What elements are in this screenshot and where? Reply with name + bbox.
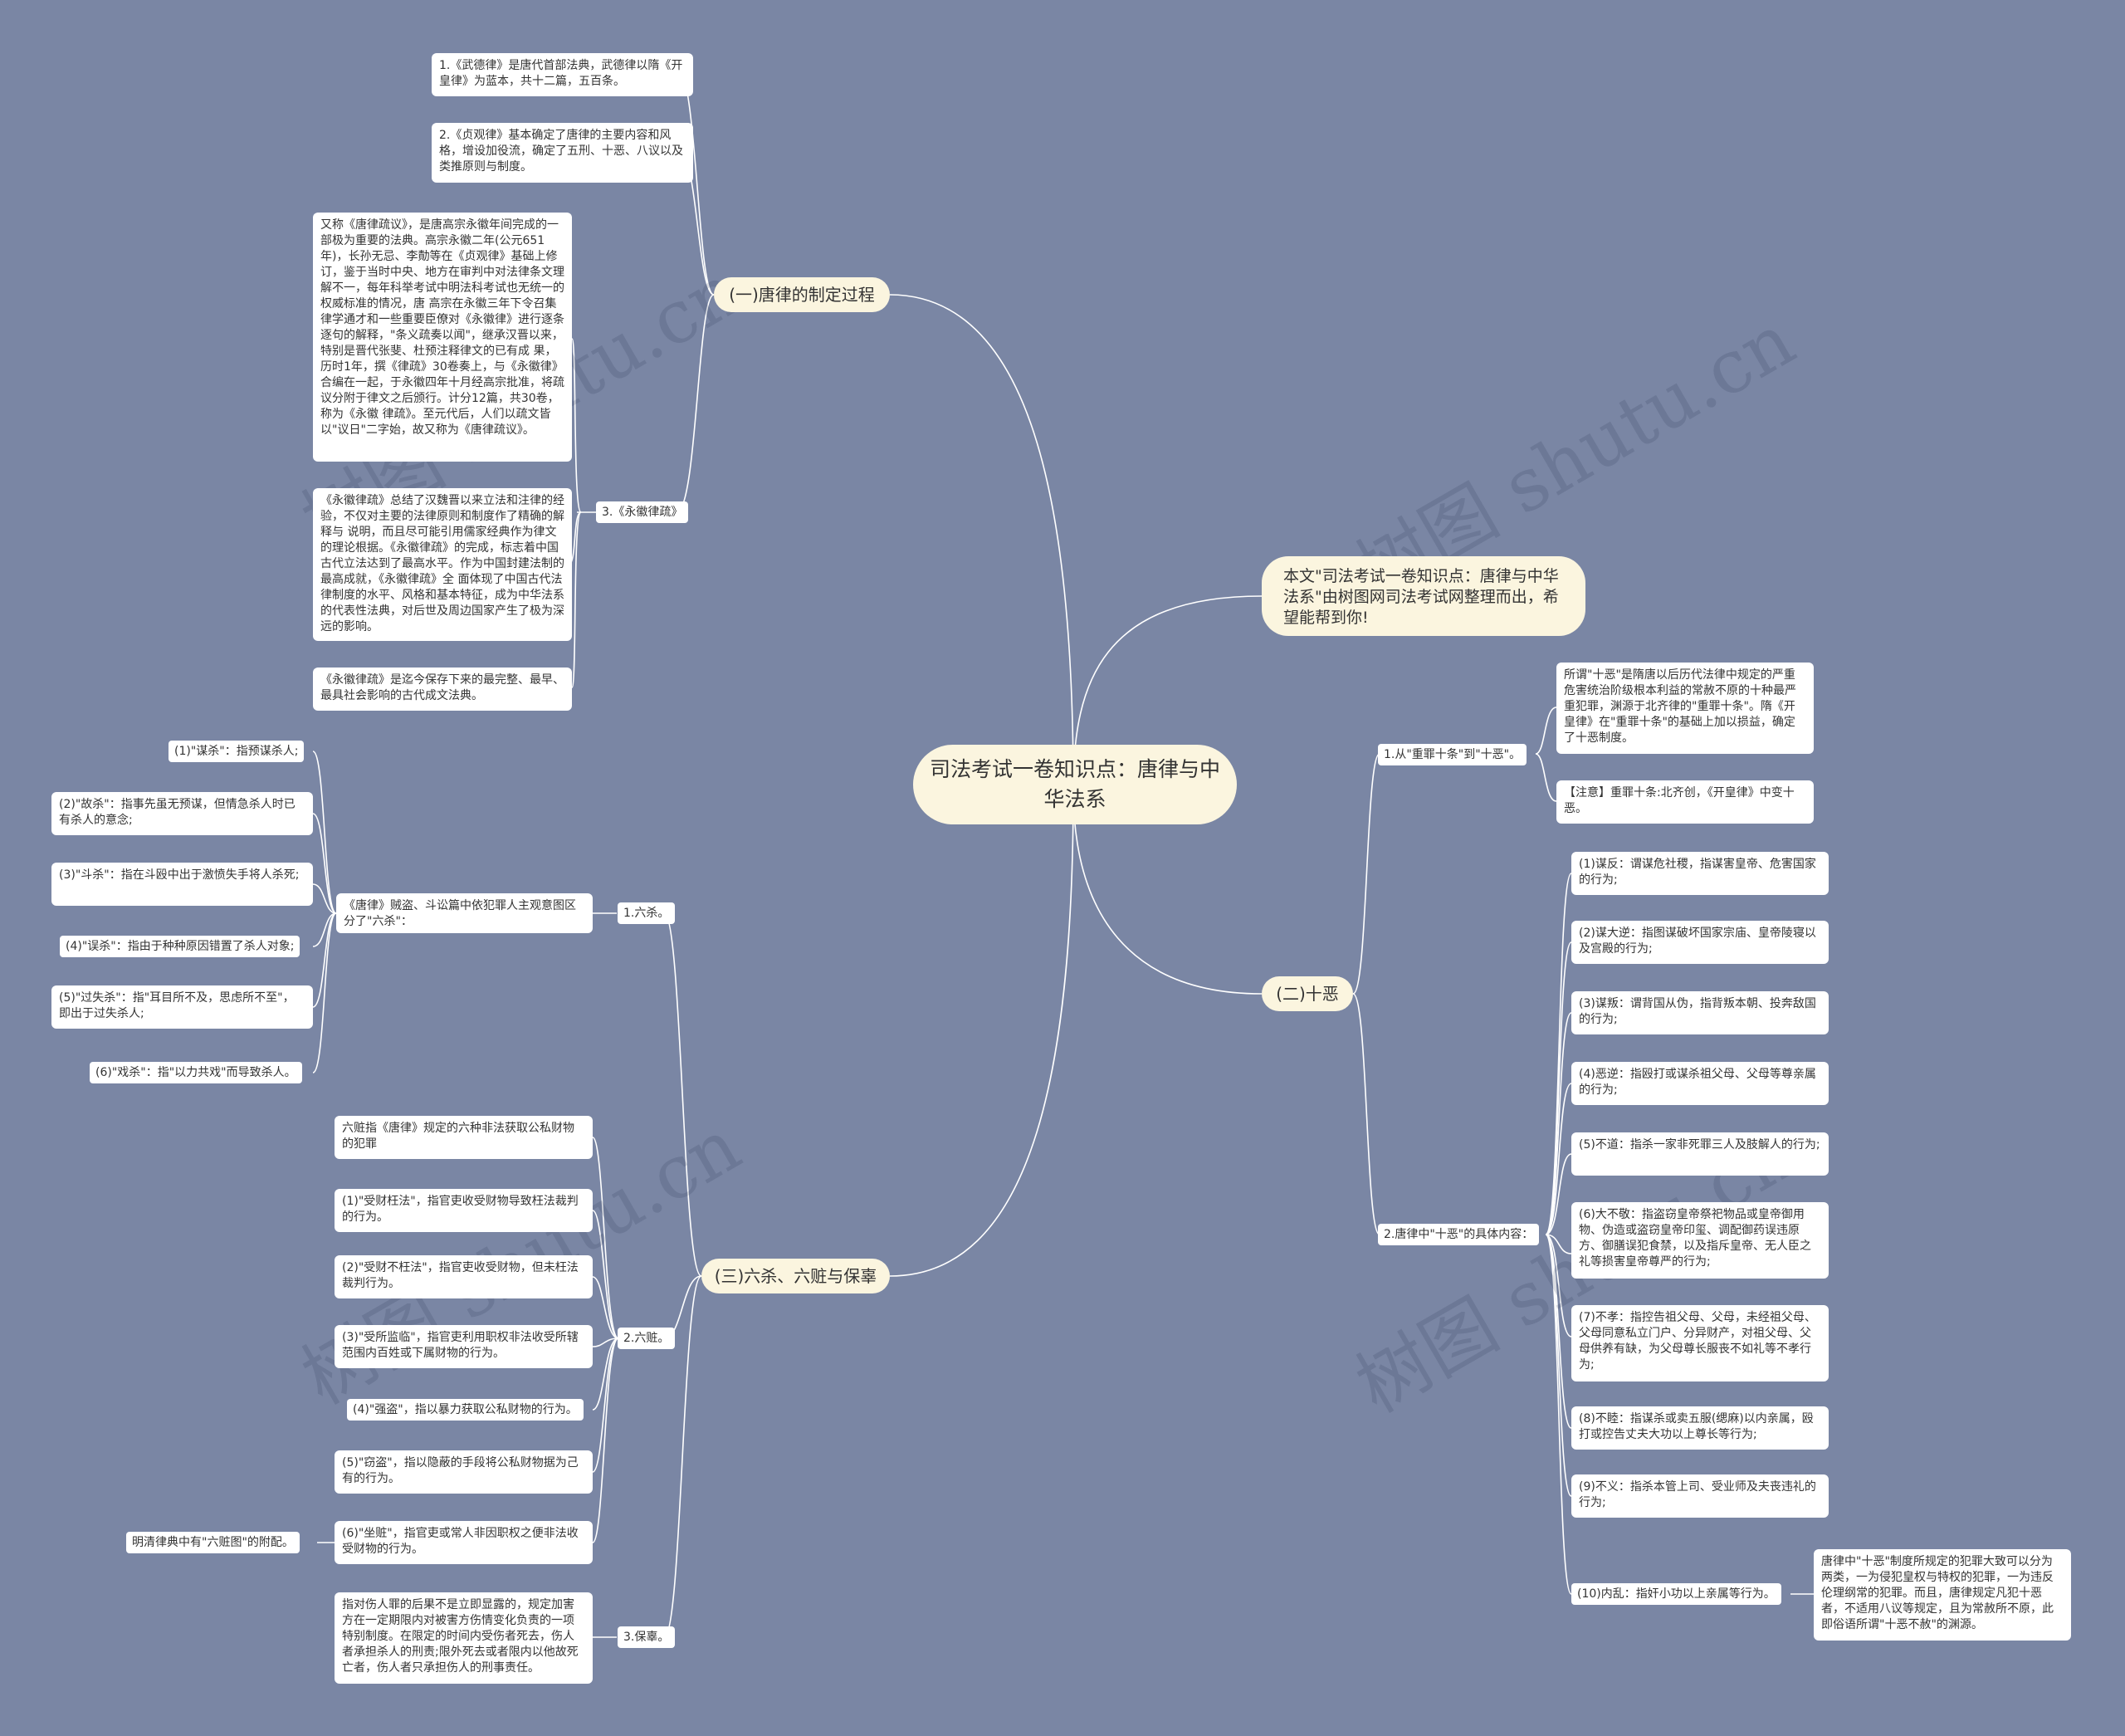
baogu-label[interactable]: 3.保辜。 [618, 1626, 676, 1648]
six-killings-label[interactable]: 1.六杀。 [618, 902, 676, 924]
ten-evils-item-3[interactable]: (3)谋叛：谓背国从伪，指背叛本朝、投奔敌国的行为; [1571, 991, 1829, 1034]
stolen-goods-3[interactable]: (3)"受所监临"，指官吏利用职权非法收受所辖范围内百姓或下属财物的行为。 [335, 1325, 593, 1368]
killing-mistaken[interactable]: (4)"误杀"：指由于种种原因错置了杀人对象; [60, 936, 300, 957]
stolen-goods-note[interactable]: 明清律典中有"六赃图"的附配。 [126, 1532, 300, 1553]
killing-in-play[interactable]: (6)"戏杀"：指"以力共戏"而导致杀人。 [90, 1062, 302, 1083]
branch-six-killings-six-stolen-goods[interactable]: (三)六杀、六赃与保辜 [701, 1259, 890, 1293]
baogu-desc[interactable]: 指对伤人罪的后果不是立即显露的，规定加害方在一定期限内对被害方伤情变化负责的一项… [335, 1592, 593, 1684]
stolen-goods-2[interactable]: (2)"受财不枉法"，指官吏收受财物，但未枉法裁判行为。 [335, 1255, 593, 1298]
ten-evils-item-10[interactable]: (10)内乱：指奸小功以上亲属等行为。 [1571, 1583, 1781, 1605]
zhenguan-code-leaf[interactable]: 2.《贞观律》基本确定了唐律的主要内容和风格，增设加役流，确定了五刑、十恶、八议… [432, 123, 693, 183]
ten-evils-item-8[interactable]: (8)不睦：指谋杀或卖五服(缌麻)以内亲属，殴打或控告丈夫大功以上尊长等行为; [1571, 1406, 1829, 1450]
intro-note[interactable]: 本文"司法考试一卷知识点：唐律与中华法系"由树图网司法考试网整理而出，希望能帮到… [1262, 556, 1585, 636]
yonghui-detail-1[interactable]: 又称《唐律疏议》，是唐高宗永徽年间完成的一部极为重要的法典。高宗永徽二年(公元6… [313, 213, 572, 462]
six-stolen-goods-def[interactable]: 六赃指《唐律》规定的六种非法获取公私财物的犯罪 [335, 1116, 593, 1159]
killing-in-fight[interactable]: (3)"斗杀"：指在斗殴中出于激愤失手将人杀死; [51, 863, 313, 906]
ten-evils-item-2[interactable]: (2)谋大逆：指图谋破坏国家宗庙、皇帝陵寝以及宫殿的行为; [1571, 921, 1829, 964]
ten-evils-content-label[interactable]: 2.唐律中"十恶"的具体内容： [1378, 1224, 1540, 1245]
six-stolen-goods-label[interactable]: 2.六赃。 [618, 1328, 676, 1349]
killing-negligent[interactable]: (5)"过失杀"：指"耳目所不及，思虑所不至"，即出于过失杀人; [51, 985, 313, 1029]
branch-ten-evils[interactable]: (二)十恶 [1262, 976, 1353, 1011]
ten-evils-item-7[interactable]: (7)不孝：指控告祖父母、父母，未经祖父母、父母同意私立门户、分异财产，对祖父母… [1571, 1305, 1829, 1381]
yonghui-detail-2[interactable]: 《永徽律疏》总结了汉魏晋以来立法和注律的经验，不仅对主要的法律原则和制度作了精确… [313, 488, 572, 641]
stolen-goods-6[interactable]: (6)"坐赃"，指官吏或常人非因职权之便非法收受财物的行为。 [335, 1521, 593, 1564]
killing-intentional[interactable]: (2)"故杀"：指事先虽无预谋，但情急杀人时已有杀人的意念; [51, 792, 313, 835]
ten-evils-item-5[interactable]: (5)不道：指杀一家非死罪三人及肢解人的行为; [1571, 1132, 1829, 1176]
wude-code-leaf[interactable]: 1.《武德律》是唐代首部法典，武德律以隋《开皇律》为蓝本，共十二篇，五百条。 [432, 53, 693, 96]
root-topic[interactable]: 司法考试一卷知识点：唐律与中华法系 [913, 745, 1237, 824]
ten-evils-origin-note[interactable]: 【注意】重罪十条:北齐创，《开皇律》中变十恶。 [1556, 780, 1814, 824]
branch-tang-code-formation[interactable]: (一)唐律的制定过程 [714, 277, 890, 312]
six-killings-desc[interactable]: 《唐律》贼盗、斗讼篇中依犯罪人主观意图区分了"六杀"： [336, 893, 593, 933]
yonghui-detail-3[interactable]: 《永徽律疏》是迄今保存下来的最完整、最早、最具社会影响的古代成文法典。 [313, 668, 572, 711]
ten-evils-item-9[interactable]: (9)不义：指杀本管上司、受业师及夫丧违礼的行为; [1571, 1474, 1829, 1518]
ten-evils-item-6[interactable]: (6)大不敬：指盗窃皇帝祭祀物品或皇帝御用物、伪造或盗窃皇帝印玺、调配御药误违原… [1571, 1202, 1829, 1279]
ten-evils-origin-label[interactable]: 1.从"重罪十条"到"十恶"。 [1378, 744, 1527, 765]
stolen-goods-4[interactable]: (4)"强盗"，指以暴力获取公私财物的行为。 [347, 1399, 584, 1421]
ten-evils-origin-detail[interactable]: 所谓"十恶"是隋唐以后历代法律中规定的严重危害统治阶级根本利益的常赦不原的十种最… [1556, 663, 1814, 754]
ten-evils-item-1[interactable]: (1)谋反：谓谋危社稷，指谋害皇帝、危害国家的行为; [1571, 852, 1829, 895]
stolen-goods-1[interactable]: (1)"受财枉法"，指官吏收受财物导致枉法裁判的行为。 [335, 1189, 593, 1232]
ten-evils-item-4[interactable]: (4)恶逆：指殴打或谋杀祖父母、父母等尊亲属的行为; [1571, 1062, 1829, 1105]
ten-evils-summary-note[interactable]: 唐律中"十恶"制度所规定的犯罪大致可以分为两类，一为侵犯皇权与特权的犯罪，一为违… [1814, 1549, 2071, 1641]
killing-premeditated[interactable]: (1)"谋杀"：指预谋杀人; [169, 741, 305, 762]
yonghui-code-label[interactable]: 3.《永徽律疏》 [596, 501, 689, 523]
stolen-goods-5[interactable]: (5)"窃盗"，指以隐蔽的手段将公私财物据为己有的行为。 [335, 1450, 593, 1494]
